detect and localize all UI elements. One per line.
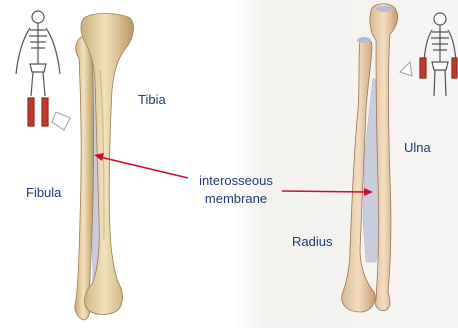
leg-bones	[75, 14, 134, 321]
arrow-to-leg-membrane	[100, 157, 188, 178]
interosseous-membrane-label: interosseous membrane	[188, 172, 284, 208]
interosseous-label-line2: membrane	[188, 190, 284, 208]
fibula-bone	[75, 36, 94, 320]
arrow-to-forearm-membrane	[282, 191, 366, 192]
fibula-label: Fibula	[26, 185, 61, 200]
interosseous-label-line1: interosseous	[188, 172, 284, 190]
radius-label: Radius	[292, 234, 332, 249]
skeleton-leg-highlight-icon	[16, 11, 70, 130]
forearm-panel-background	[232, 0, 458, 328]
tibia-label: Tibia	[138, 92, 166, 107]
ulna-label: Ulna	[404, 140, 431, 155]
